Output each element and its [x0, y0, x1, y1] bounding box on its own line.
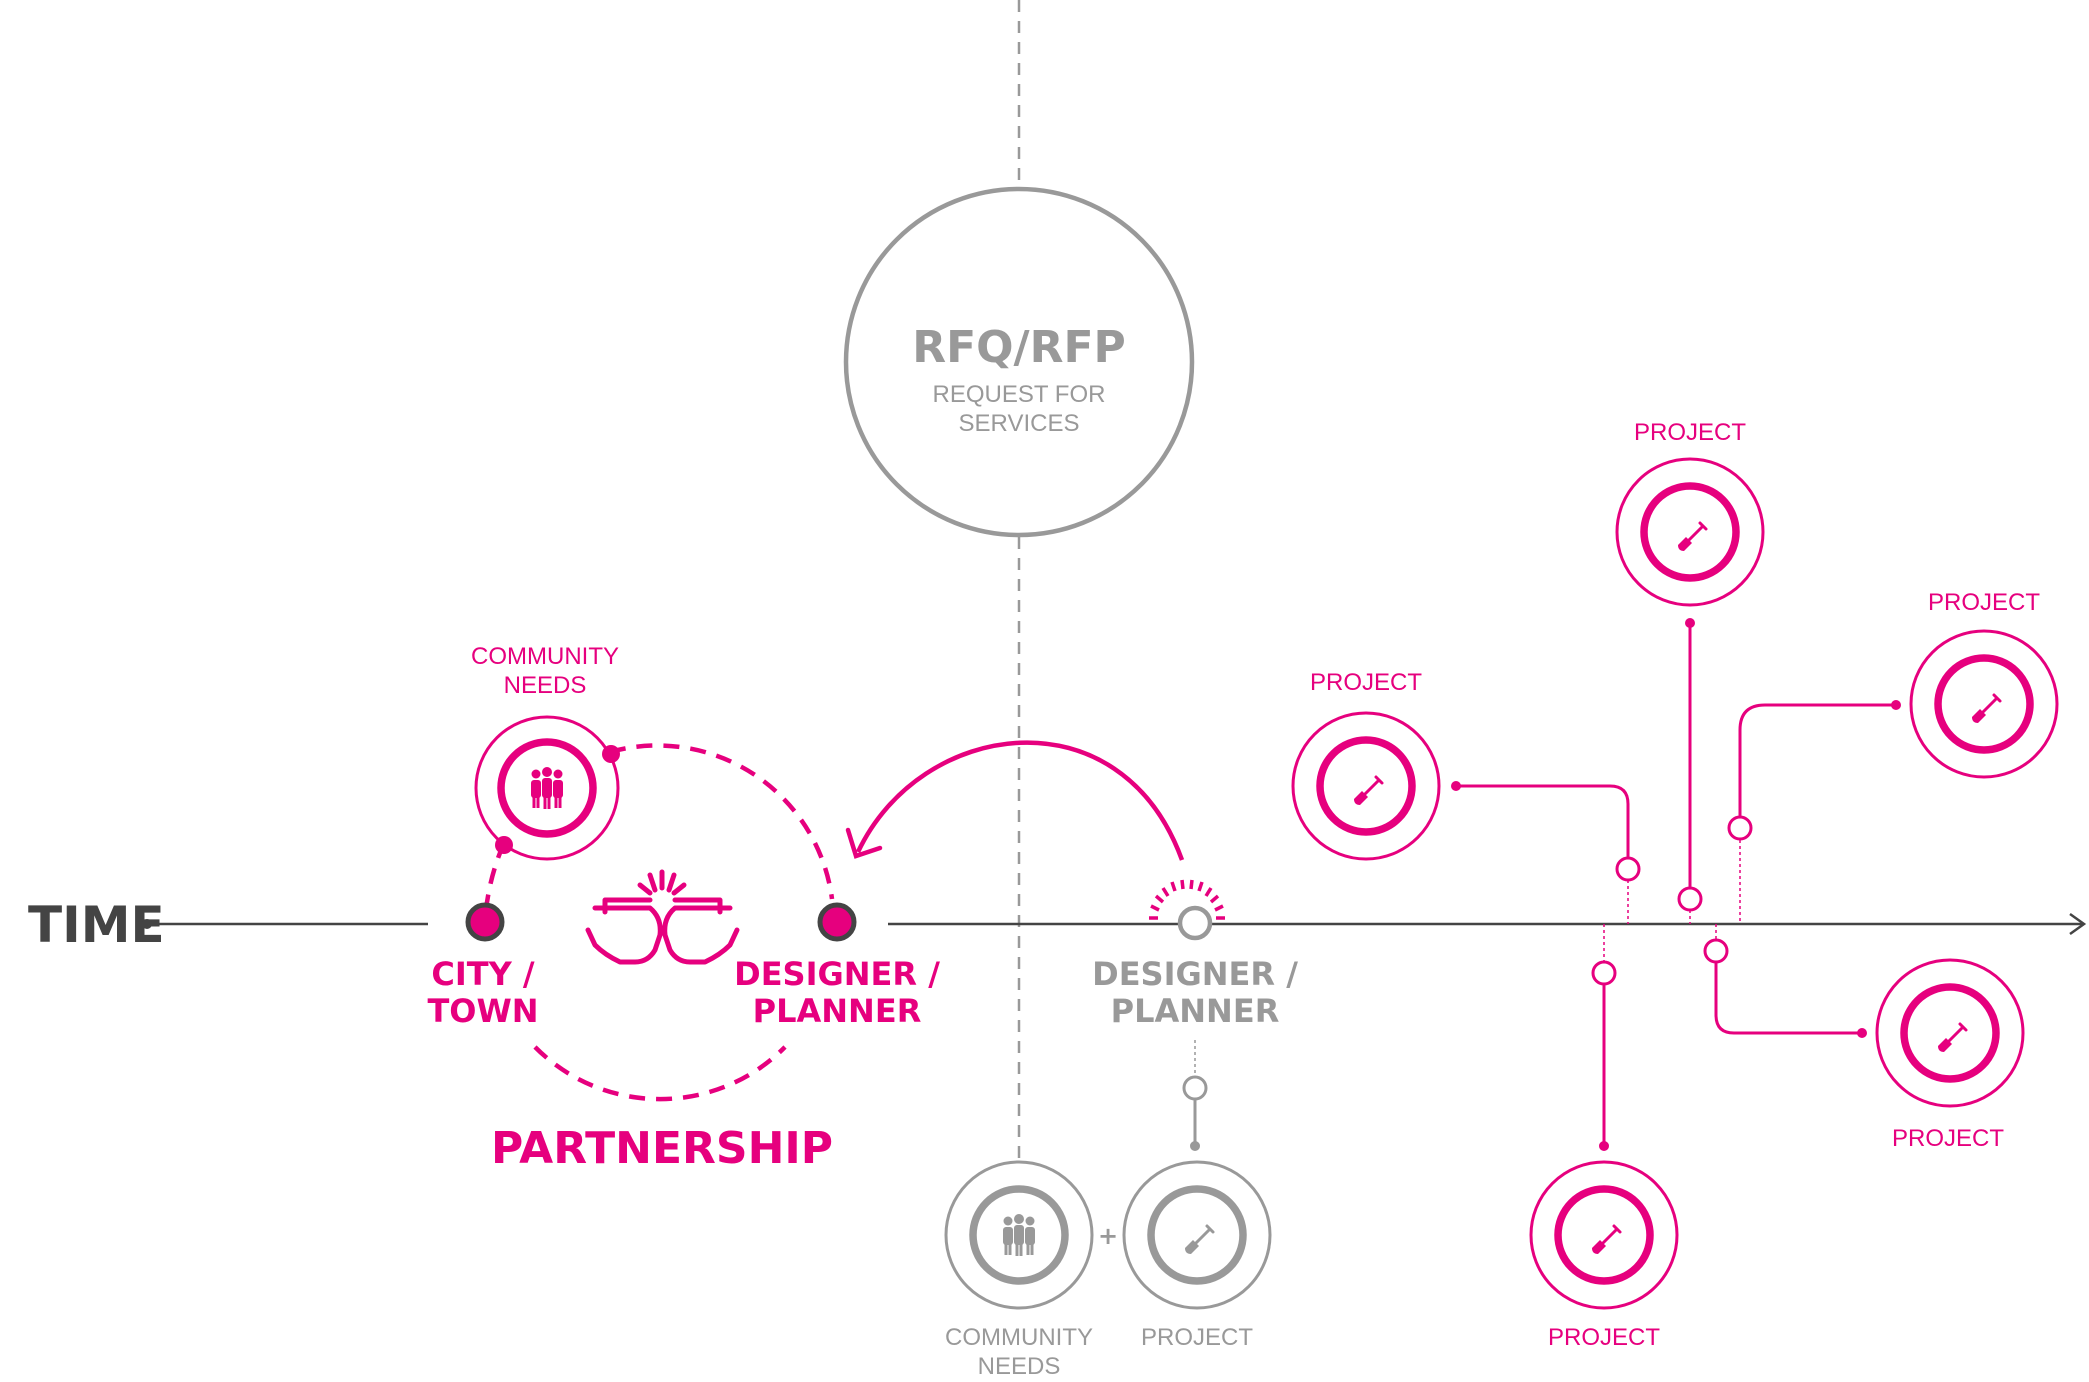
traditional-community-label-line2: NEEDS	[978, 1353, 1061, 1380]
community-needs-node	[474, 715, 620, 861]
traditional-stem-dot	[1190, 1141, 1200, 1151]
rfq-title: RFQ/RFP	[912, 322, 1126, 373]
city-town-label-line1: CITY /	[431, 955, 535, 993]
traditional-community-label-line1: COMMUNITY	[945, 1324, 1093, 1351]
traditional-project-node	[1122, 1160, 1272, 1310]
project-label-2: PROJECT	[1634, 419, 1746, 446]
time-label: TIME	[28, 896, 165, 954]
axis-arrowhead	[2069, 912, 2087, 936]
project-label-1: PROJECT	[1310, 669, 1422, 696]
project-label-4: PROJECT	[1892, 1125, 2004, 1152]
traditional-designer-label-line2: PLANNER	[1111, 992, 1280, 1030]
rfq-node: RFQ/RFP REQUEST FOR SERVICES	[843, 186, 1195, 538]
project-label-5: PROJECT	[1548, 1324, 1660, 1351]
traditional-community-node	[944, 1160, 1094, 1310]
project-node-5	[1529, 1160, 1679, 1310]
project-endpoint-dots	[1451, 618, 1901, 1151]
community-connector-dot-left	[495, 836, 513, 854]
project-node-4	[1875, 958, 2025, 1108]
partnership-label: PARTNERSHIP	[491, 1123, 833, 1174]
sunburst-rays	[1149, 879, 1225, 920]
return-arrow-arc	[855, 740, 1185, 861]
rfq-circle	[843, 186, 1195, 538]
project-junctions	[1591, 815, 1753, 986]
partnership-arc-top	[609, 743, 835, 900]
rfq-subtitle-line2: SERVICES	[959, 410, 1080, 437]
project-connectors	[1456, 623, 1896, 1146]
plus-sign: +	[1098, 1222, 1118, 1250]
city-town-label-line2: TOWN	[427, 992, 538, 1030]
return-arrowhead	[845, 827, 883, 859]
designer-planner-label-line1: DESIGNER /	[734, 955, 940, 993]
designer-planner-node	[817, 902, 857, 942]
project-node-1	[1291, 711, 1441, 861]
traditional-project-label: PROJECT	[1141, 1324, 1253, 1351]
fist-bump-icon	[585, 869, 740, 965]
traditional-designer-label-line1: DESIGNER /	[1092, 955, 1298, 993]
project-label-3: PROJECT	[1928, 589, 2040, 616]
community-needs-label-line2: NEEDS	[504, 672, 587, 699]
projects-network: PROJECT PROJECT PROJECT PROJECT PROJ	[1291, 419, 2059, 1351]
community-needs-label-line1: COMMUNITY	[471, 643, 619, 670]
rfq-subtitle-line1: REQUEST FOR	[933, 381, 1106, 408]
community-connector-dot-right	[602, 745, 620, 763]
project-node-2	[1615, 457, 1765, 607]
project-dotted-drops	[1603, 840, 1741, 962]
time-axis: TIME	[28, 896, 2087, 954]
traditional-process: DESIGNER / PLANNER COMMUNITY NEEDS + PRO…	[845, 740, 1298, 1380]
traditional-designer-node	[1177, 905, 1213, 941]
partnership-arc-bottom	[533, 1045, 787, 1102]
traditional-junction	[1182, 1075, 1208, 1101]
partnership-cluster: COMMUNITY NEEDS CITY / TOWN DESIGNER / P…	[427, 643, 940, 1174]
city-town-node	[465, 902, 505, 942]
project-node-3	[1909, 629, 2059, 779]
designer-planner-label-line2: PLANNER	[753, 992, 922, 1030]
